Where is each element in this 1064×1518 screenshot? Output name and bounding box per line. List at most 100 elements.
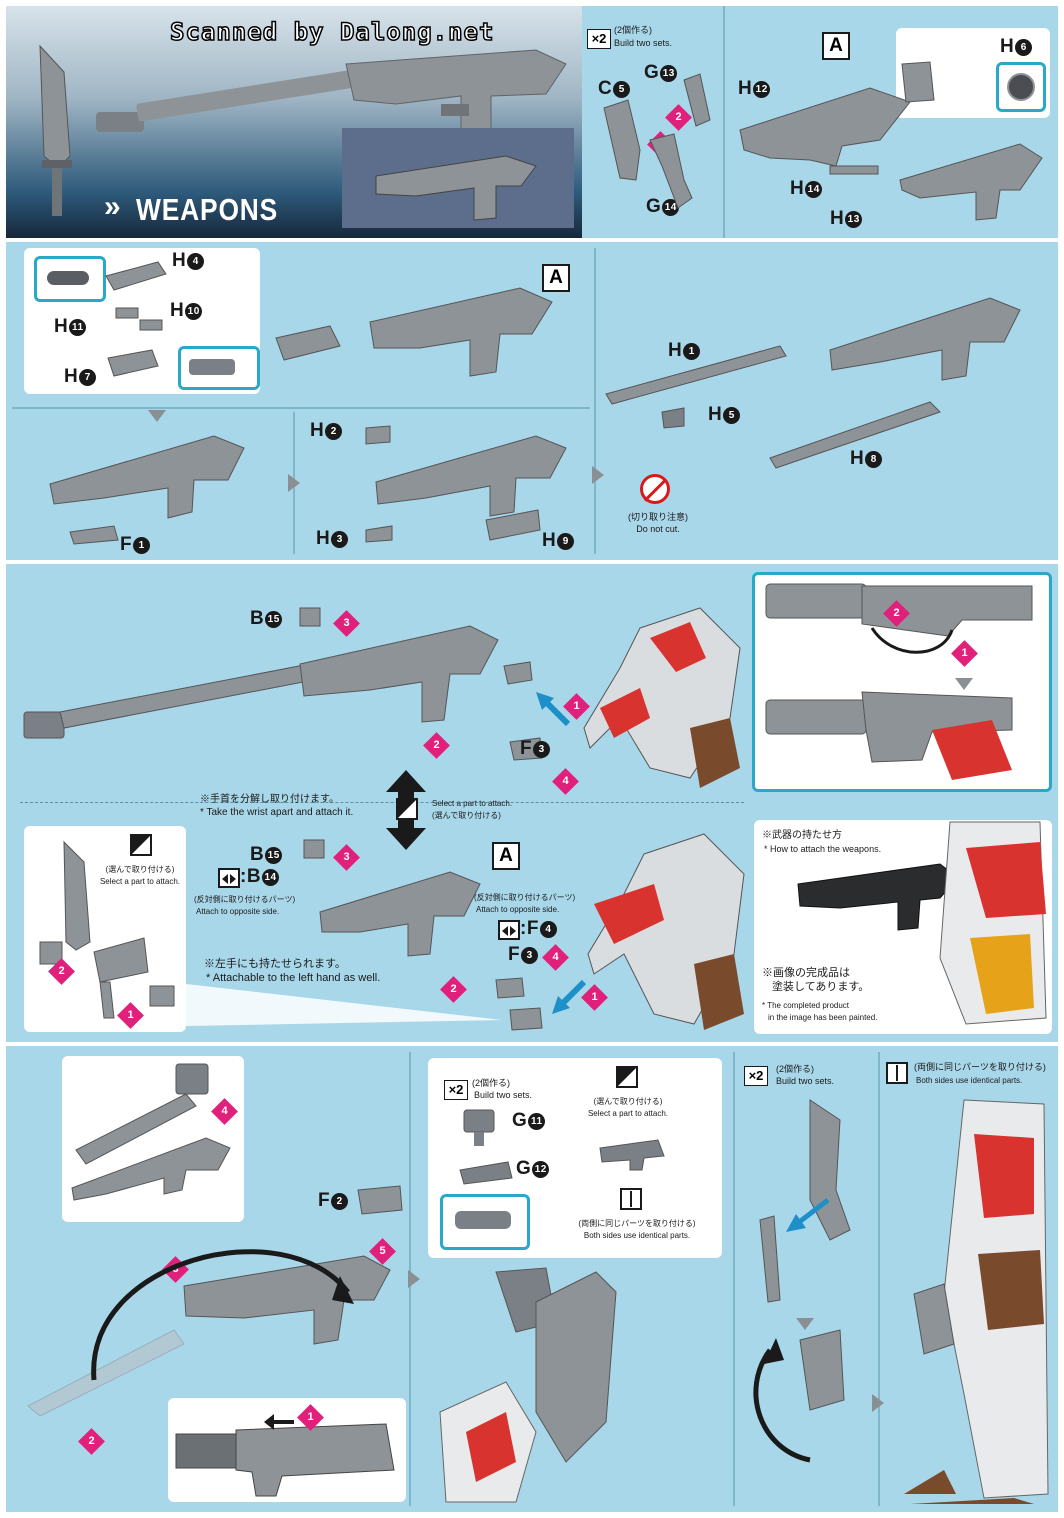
build-two-badge: ×2 [587, 29, 611, 49]
select-part-icon [396, 798, 418, 820]
separator-row4-v2 [733, 1052, 735, 1506]
step-marker: 2 [440, 976, 467, 1003]
do-not-cut-en: Do not cut. [636, 524, 680, 534]
step-marker: 1 [951, 640, 978, 667]
build-two-badge: ×2 [444, 1080, 468, 1100]
flow-arrow-down [148, 410, 166, 422]
select-note-jp: (選んで取り付ける) [105, 865, 175, 874]
G12-part-icon [455, 1211, 511, 1229]
H11-part-icon [47, 271, 89, 285]
both-sides-en: Both sides use identical parts. [583, 1231, 691, 1240]
rifle-body-F1-image [49, 435, 245, 545]
step-marker: 1 [117, 1002, 144, 1029]
H6-highlight [996, 62, 1046, 112]
painted-gundam-image [797, 821, 1047, 1025]
painted-note-en1: * The completed product [762, 1001, 850, 1010]
rifle-barrel-assembly-image [605, 297, 1021, 469]
opposite-note-en: Attach to opposite side. [196, 907, 280, 916]
opposite-note-jp: (反対側に取り付けるパーツ) [194, 895, 296, 904]
G-part-option-image [599, 1139, 665, 1171]
flow-arrow-right [408, 1270, 420, 1288]
left-hand-note-en: * Attachable to the left hand as well. [206, 972, 381, 984]
gundam-arm-image-1 [583, 607, 741, 788]
left-hand-note-jp: ※左手にも持たせられます。 [204, 958, 346, 970]
gundam-leg-knife-image [904, 1099, 1049, 1504]
flow-arrow-right [872, 1394, 884, 1412]
grip-parts-image [603, 73, 711, 209]
do-not-cut-icon [640, 474, 670, 504]
assembly-tag-A: A [542, 264, 570, 292]
opposite-side-icon [218, 868, 240, 888]
wrist-note-jp: ※手首を分解し取り付けます。 [200, 794, 339, 805]
H11-highlight [34, 256, 106, 302]
build-two-en: Build two sets. [614, 38, 673, 48]
step-marker: 2 [48, 958, 75, 985]
separator-row4-v3 [878, 1052, 880, 1506]
step-marker: 2 [883, 600, 910, 627]
wrist-detail-image [765, 583, 1033, 780]
both-sides-jp: (両側に同じパーツを取り付ける) [578, 1219, 696, 1228]
step-marker: 2 [423, 732, 450, 759]
rifle-body-assembly-image [739, 61, 1043, 221]
blue-arrow [552, 979, 587, 1014]
select-note-en: Select a part to attach. [99, 877, 181, 886]
knife-assembly-image [753, 1099, 851, 1463]
both-sides-icon [620, 1188, 642, 1210]
separator-row2-v [594, 248, 596, 554]
banner-sword-image [39, 44, 72, 216]
separator-row2-h [12, 407, 590, 409]
weapons-title-chevron: » [104, 190, 121, 223]
step-marker: 1 [297, 1404, 324, 1431]
select-note-jp: (選んで取り付ける) [432, 811, 501, 820]
rifle-body-H2H3H9-image [365, 425, 567, 543]
scope-parts-image [105, 261, 167, 377]
do-not-cut-jp: (切り取り注意) [628, 512, 688, 522]
both-sides-en: Both sides use identical parts. [916, 1076, 1023, 1085]
gundam-shoulder-rifle-image [439, 1267, 617, 1503]
select-note-en: Select a part to attach. [587, 1109, 669, 1118]
select-part-icon [616, 1066, 638, 1088]
select-part-icon [130, 834, 152, 856]
wrist-note-en: * Take the wrist apart and attach it. [200, 807, 354, 818]
assembly-tag-A: A [822, 32, 850, 60]
build-two-jp: (2個作る) [776, 1064, 814, 1074]
both-sides-jp: (両側に同じパーツを取り付ける) [914, 1062, 1046, 1072]
build-two-jp: (2個作る) [614, 25, 652, 35]
flow-arrow-right [592, 466, 604, 484]
build-two-jp: (2個作る) [472, 1078, 510, 1088]
barrel-attach-image [71, 1063, 231, 1201]
step-marker: 4 [542, 944, 569, 971]
painted-note-en2: in the image has been painted. [768, 1013, 878, 1022]
painted-note-jp1: ※画像の完成品は [762, 967, 850, 979]
how-attach-en: * How to attach the weapons. [764, 844, 882, 854]
rifle-folding-image [27, 1185, 403, 1417]
build-two-en: Build two sets. [474, 1090, 533, 1100]
sword-hand-image [39, 840, 175, 1019]
assembly-tag-A: A [492, 842, 520, 870]
G11-G12-parts-image [459, 1109, 513, 1185]
flow-arrow-down [796, 1318, 814, 1330]
flow-arrow-down [955, 678, 973, 690]
rifle-short-hand-image [303, 839, 481, 957]
